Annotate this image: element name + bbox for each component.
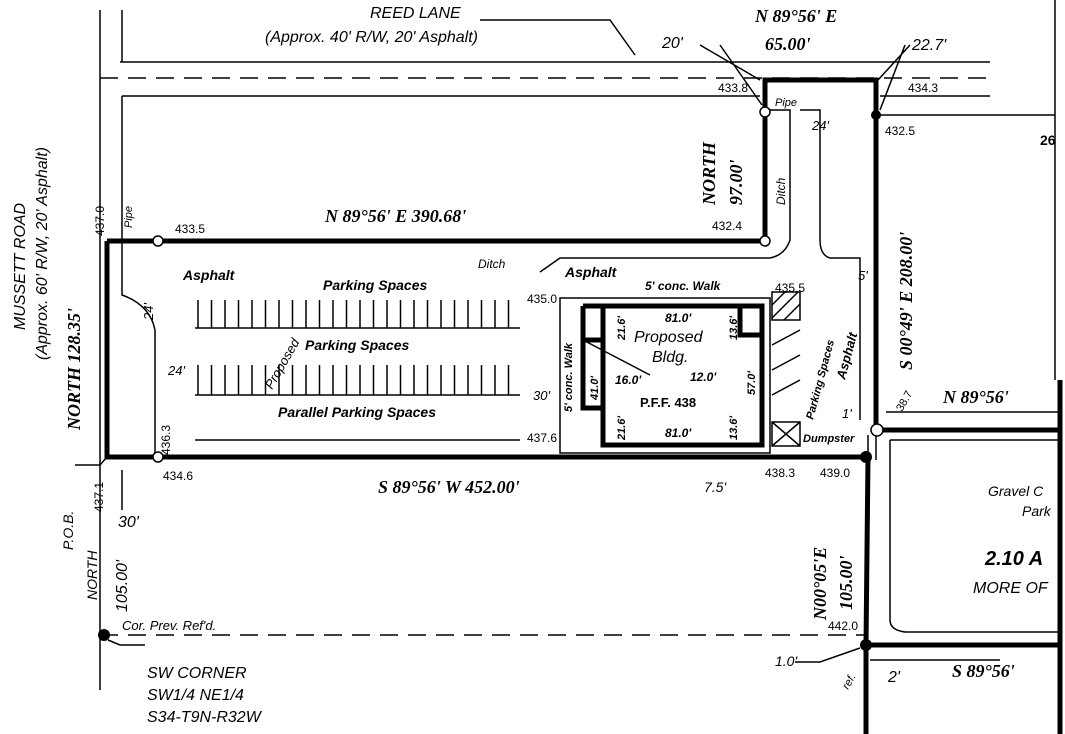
dim-2: 2' [887, 669, 901, 686]
dim-24: 24' [811, 118, 829, 133]
elev-432-5: 432.5 [885, 124, 915, 138]
bldg-dim-bottom: 81.0' [665, 426, 692, 440]
asphalt-label: Asphalt [182, 267, 236, 283]
bldg-dim: 12.0' [690, 370, 717, 384]
dim-30: 30' [118, 514, 140, 531]
mussett-road-lines [99, 10, 866, 690]
finished-floor: P.F.F. 438 [640, 395, 696, 410]
park-label: Park [1022, 503, 1052, 519]
reed-lane-desc: (Approx. 40' R/W, 20' Asphalt) [265, 29, 478, 46]
dim-22-7: 22.7' [911, 37, 947, 54]
dist-pob-north: 105.00' [114, 559, 131, 612]
reed-lane-lines [100, 10, 990, 97]
elev-434-6: 434.6 [163, 469, 193, 483]
asphalt-label: Asphalt [833, 330, 860, 382]
bearing-north-main: N 89°56' E 390.68' [324, 206, 466, 226]
bearing-pob-north: NORTH [84, 550, 100, 600]
leader-lines [75, 19, 911, 663]
dist-top-short: 65.00' [765, 34, 811, 54]
elev-434-3: 434.3 [908, 81, 938, 95]
dim-26: 26 [1040, 132, 1056, 148]
dim-5: 5' [858, 268, 868, 283]
dim-24: 24' [167, 363, 185, 378]
building-name: Proposed [634, 329, 704, 346]
more-or-less-label: MORE OF [973, 580, 1049, 597]
bearing-east: S 00°49' E 208.00' [896, 232, 916, 370]
labels: REED LANE (Approx. 40' R/W, 20' Asphalt)… [12, 5, 1056, 726]
bearing-top-short: N 89°56' E [754, 6, 837, 26]
elev-437-0: 437.0 [93, 206, 107, 236]
dim-20: 20' [661, 35, 684, 52]
dim-24: 24' [141, 303, 156, 321]
corner-ref-label: Cor. Prev. Ref'd. [122, 618, 216, 633]
proposed-label: Proposed [262, 335, 303, 391]
parking-stalls [195, 300, 520, 441]
bearing-right-bottom: S 89°56' [952, 661, 1015, 681]
elev-433-5: 433.5 [175, 222, 205, 236]
elev-442-0: 442.0 [828, 619, 858, 633]
bearing-right-mid: N 89°56' [942, 387, 1009, 407]
bldg-dim: 57.0' [746, 371, 758, 395]
dist-north-short: 97.00' [726, 159, 746, 205]
elev-439-0: 439.0 [820, 466, 850, 480]
pipe-label: Pipe [123, 206, 135, 228]
dim-1-0: 1.0' [775, 653, 798, 669]
elev-432-4: 432.4 [712, 219, 742, 233]
bearing-west: NORTH 128.35' [64, 308, 84, 431]
hatched-area [771, 291, 801, 321]
parcel-boundary [104, 0, 1063, 734]
reed-lane-label: REED LANE [370, 5, 461, 22]
elev-437-1: 437.1 [92, 482, 106, 512]
bldg-dim: 21.6' [616, 316, 628, 341]
building-name: Bldg. [652, 349, 688, 366]
pipe-label: Pipe [775, 97, 797, 109]
elev-436-3: 436.3 [159, 425, 173, 455]
bldg-dim: 13.6' [728, 416, 740, 440]
ref-label: ref. [840, 672, 858, 692]
bearing-north-short: NORTH [699, 141, 719, 206]
elev-437-6: 437.6 [527, 431, 557, 445]
bldg-dim-line [582, 339, 651, 376]
bearing-east-lower: N00°05'E [810, 547, 830, 621]
dim-1: 1' [842, 406, 852, 421]
bldg-dim: 13.6' [728, 316, 740, 340]
dim-7-5: 7.5' [704, 479, 727, 495]
section-label: S34-T9N-R32W [147, 709, 263, 726]
concrete-walk [559, 297, 771, 454]
asphalt-label: Asphalt [564, 264, 618, 280]
mussett-road-label: MUSSETT ROAD [12, 202, 29, 330]
parking-spaces-label: Parking Spaces [804, 339, 837, 421]
walk-label: 5' conc. Walk [645, 279, 722, 293]
gravel-label: Gravel C [988, 483, 1044, 499]
elev-435-5: 435.5 [775, 281, 805, 295]
elev-38-7: 38.7 [894, 389, 915, 414]
walk-label: 5' conc. Walk [563, 342, 575, 412]
pob-label: P.O.B. [60, 511, 76, 550]
dist-east-lower: 105.00' [836, 555, 856, 610]
sw-corner-label: SW CORNER [147, 665, 247, 682]
dim-30: 30' [533, 388, 550, 403]
acreage-label: 2.10 A [984, 548, 1043, 570]
bldg-dim: 16.0' [615, 373, 642, 387]
hatch-lines [771, 291, 801, 447]
dumpster-label: Dumpster [803, 433, 855, 445]
elev-435-0: 435.0 [527, 292, 557, 306]
monuments [98, 106, 884, 651]
parking-spaces-label: Parking Spaces [305, 337, 409, 353]
bldg-dim-top: 81.0' [665, 311, 692, 325]
parallel-parking-label: Parallel Parking Spaces [278, 404, 436, 420]
bldg-dim: 21.6' [616, 416, 628, 441]
parking-spaces-label: Parking Spaces [323, 277, 427, 293]
elev-438-3: 438.3 [765, 466, 795, 480]
ditch-label: Ditch [478, 257, 506, 271]
bearing-south-main: S 89°56' W 452.00' [378, 477, 520, 497]
bldg-dim: 41.0' [589, 376, 601, 401]
ditch-label: Ditch [774, 177, 788, 205]
mussett-road-desc: (Approx. 60' R/W, 20' Asphalt) [34, 147, 51, 360]
sw-quarter-label: SW1/4 NE1/4 [147, 687, 244, 704]
elev-433-8: 433.8 [718, 81, 748, 95]
